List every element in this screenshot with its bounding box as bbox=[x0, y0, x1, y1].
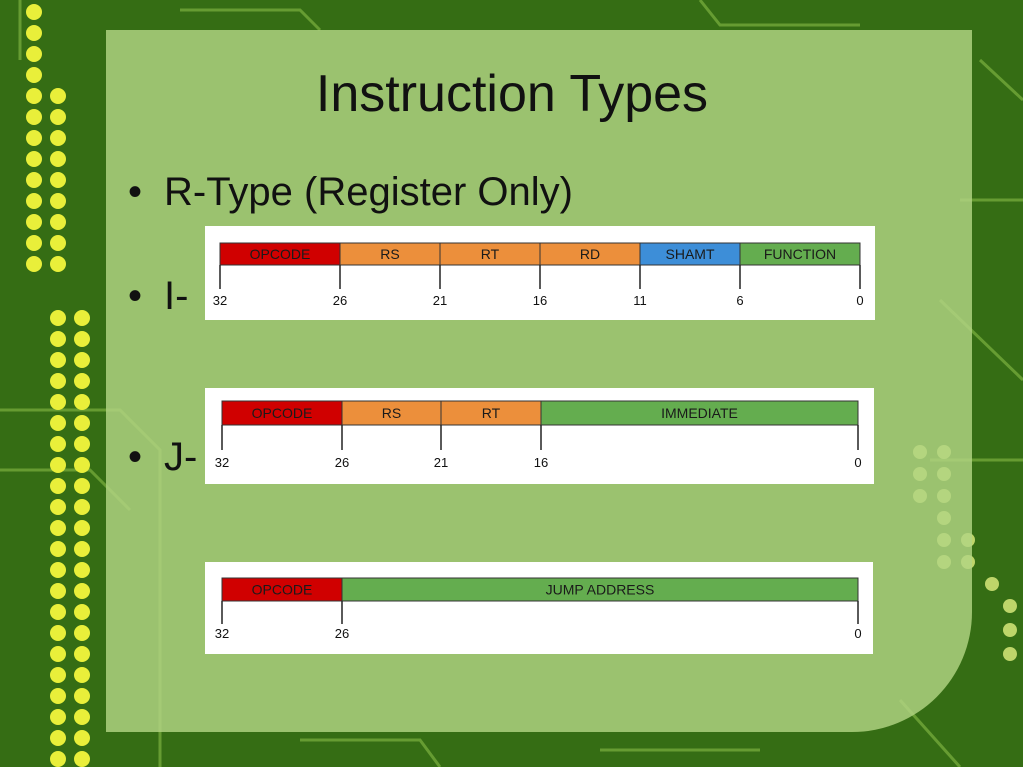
bullet-r-type-label: R-Type (Register Only) bbox=[164, 170, 573, 214]
bullet-j-type: • J- bbox=[128, 433, 197, 481]
bit-label: 6 bbox=[736, 293, 743, 308]
bullet-j-type-label: J- bbox=[164, 435, 198, 479]
field-label: RT bbox=[481, 246, 500, 262]
bit-label: 26 bbox=[335, 455, 349, 470]
field-label: RD bbox=[580, 246, 600, 262]
slide-title: Instruction Types bbox=[315, 65, 709, 123]
field-label: RT bbox=[482, 405, 501, 421]
i-type-format-svg: OPCODE RS RT IMMEDIATE 32 26 21 16 0 bbox=[215, 400, 862, 470]
field-label: RS bbox=[380, 246, 399, 262]
field-label: OPCODE bbox=[252, 405, 313, 421]
bit-label: 32 bbox=[215, 626, 229, 641]
bit-label: 0 bbox=[854, 455, 861, 470]
field-label: OPCODE bbox=[252, 582, 313, 598]
field-label: OPCODE bbox=[250, 246, 311, 262]
field-jump-address bbox=[341, 577, 859, 602]
bit-label: 16 bbox=[533, 293, 547, 308]
bit-label: 11 bbox=[633, 293, 647, 308]
field-label: JUMP ADDRESS bbox=[546, 582, 655, 598]
bullet-dot: • bbox=[128, 170, 143, 214]
bit-label: 21 bbox=[434, 455, 448, 470]
j-type-format-svg: OPCODE JUMP ADDRESS 32 26 0 bbox=[215, 577, 862, 641]
bit-label: 21 bbox=[433, 293, 447, 308]
field-function bbox=[739, 242, 861, 266]
bullet-i-type-label: I- bbox=[164, 274, 189, 318]
field-label: FUNCTION bbox=[764, 246, 836, 262]
i-type-format-diagram: OPCODE RS RT IMMEDIATE 32 26 21 16 0 bbox=[205, 388, 874, 484]
field-rt bbox=[440, 400, 542, 426]
bullet-dot: • bbox=[128, 274, 143, 318]
bit-label: 0 bbox=[856, 293, 863, 308]
bit-label: 32 bbox=[213, 293, 227, 308]
bit-label: 26 bbox=[333, 293, 347, 308]
bullet-i-type: • I- bbox=[128, 272, 188, 320]
bullet-r-type: • R-Type (Register Only) bbox=[128, 168, 573, 216]
j-type-format-diagram: OPCODE JUMP ADDRESS 32 26 0 bbox=[205, 562, 873, 654]
bullet-dot: • bbox=[128, 435, 143, 479]
bit-label: 0 bbox=[854, 626, 861, 641]
field-immediate bbox=[540, 400, 859, 426]
field-label: IMMEDIATE bbox=[661, 405, 738, 421]
field-label: SHAMT bbox=[666, 246, 715, 262]
bit-label: 16 bbox=[534, 455, 548, 470]
field-label: RS bbox=[382, 405, 401, 421]
r-type-format-diagram: OPCODE RS RT RD SHAMT FUNCTION 32 26 21 16 11 6 0 bbox=[205, 226, 875, 320]
bit-label: 32 bbox=[215, 455, 229, 470]
bit-label: 26 bbox=[335, 626, 349, 641]
r-type-format-svg: OPCODE RS RT RD SHAMT FUNCTION 32 26 21 16 11 6 0 bbox=[213, 242, 864, 308]
field-opcode bbox=[221, 400, 343, 426]
